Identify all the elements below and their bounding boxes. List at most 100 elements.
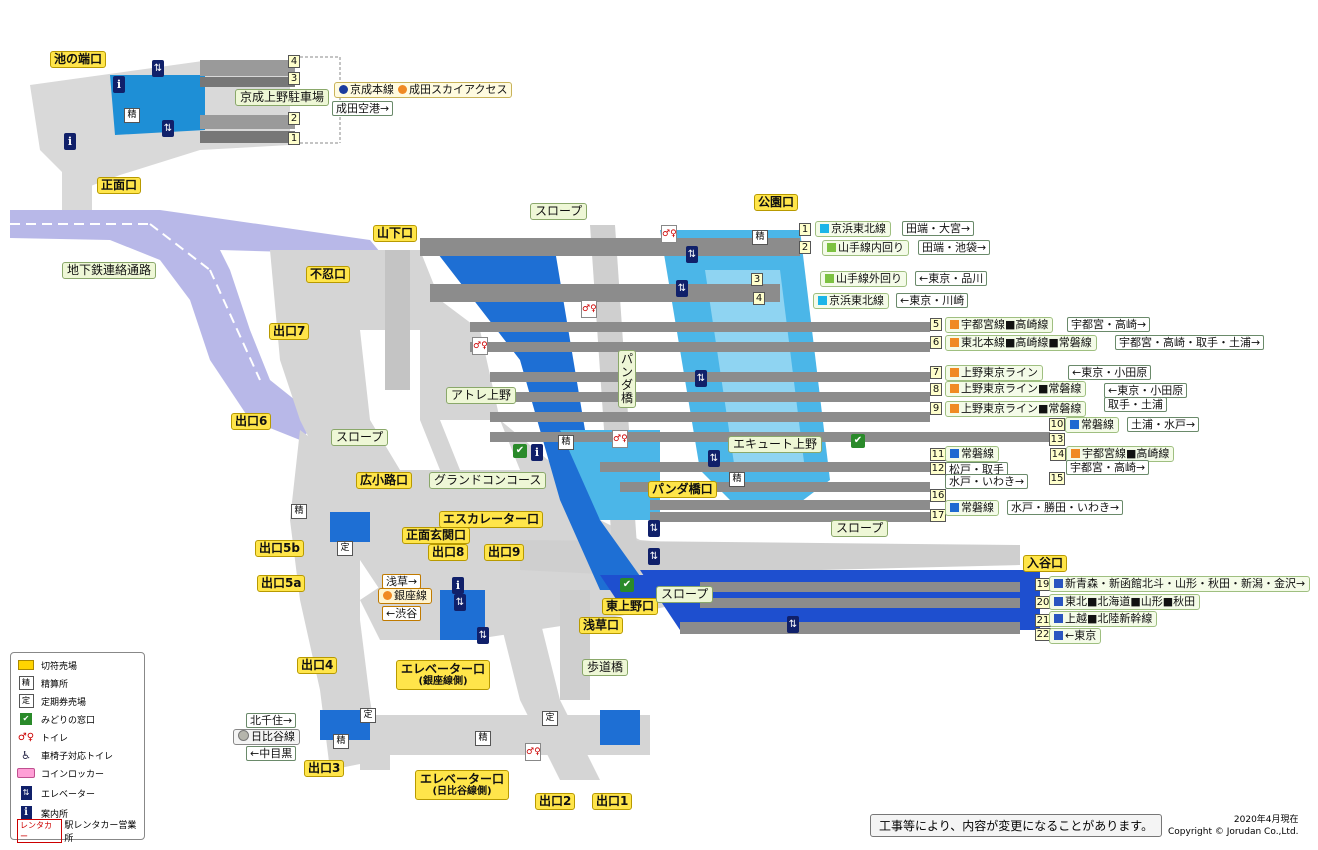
elevator-icon: ⇅ [648, 548, 660, 565]
label-grand-concourse: グランドコンコース [429, 472, 547, 489]
track-number-6: 6 [930, 336, 942, 349]
track-number-16: 16 [930, 489, 946, 502]
track-line-19: 新青森・新函館北斗・山形・秋田・新潟・金沢→ [1049, 576, 1311, 592]
label-slope-4: スロープ [656, 586, 714, 603]
label-keisei-lines: 京成本線成田スカイアクセス [334, 82, 513, 98]
exit-shomen-genkan: 正面玄関口 [402, 527, 471, 544]
track-dest-3: ←東京・品川 [915, 271, 988, 286]
exit-escalator: エスカレーター口 [439, 511, 544, 528]
exit-ikenohata: 池の端口 [50, 51, 107, 68]
track-dest-10: 土浦・水戸→ [1127, 417, 1200, 432]
label-kitasenju-dir: 北千住→ [246, 713, 297, 728]
track-dest-4: ←東京・川崎 [896, 293, 969, 308]
exit-elevator-ginza: エレベーター口(銀座線側) [396, 660, 491, 690]
exit-koen: 公園口 [754, 194, 799, 211]
legend-elevator: ⇅エレベーター [17, 785, 95, 801]
line-color-swatch [1054, 579, 1063, 588]
track-number-8: 8 [930, 383, 942, 396]
info-icon: i [531, 444, 543, 461]
keisei-area [30, 56, 341, 210]
teiki-icon: 定 [360, 708, 376, 723]
track-number-10: 10 [1049, 418, 1065, 431]
legend-toilet: ♂♀トイレ [17, 731, 69, 744]
label-slope-2: スロープ [331, 429, 389, 446]
label-shibuya-dir: ←渋谷 [382, 606, 422, 621]
line-color-swatch [950, 404, 959, 413]
track-line-9: 上野東京ライン■常磐線 [945, 401, 1087, 417]
exit-1: 出口1 [592, 793, 633, 810]
platform-track [420, 238, 800, 250]
track-line-6: 東北本線■高崎線■常磐線 [945, 335, 1097, 351]
track-number-4: 4 [753, 292, 765, 305]
line-color-swatch [827, 243, 836, 252]
exit-5b: 出口5b [255, 540, 304, 557]
ginza-dot [383, 591, 392, 600]
hibiya-dot [238, 730, 249, 741]
platform-track [430, 294, 780, 302]
track-line-10: 常磐線 [1065, 417, 1119, 433]
track-dest-6: 宇都宮・高崎・取手・土浦→ [1115, 335, 1265, 350]
platform-track [490, 372, 930, 382]
midori-icon: ✔ [851, 434, 865, 448]
track-number-9: 9 [930, 402, 942, 415]
label-ginza-line: 銀座線 [378, 588, 432, 604]
label-narita-airport: 成田空港→ [332, 101, 394, 116]
keisei-skyaccess-dot [398, 85, 407, 94]
teiki-icon: 定 [542, 711, 558, 726]
platform-track [490, 412, 930, 422]
label-keisei-parking: 京成上野駐車場 [235, 89, 330, 106]
exit-hirokoji: 広小路口 [356, 472, 413, 489]
rental-icon: レンタカー [17, 819, 63, 843]
line-color-swatch [1054, 614, 1063, 623]
keisei-track-4: 4 [288, 55, 300, 68]
line-color-swatch [820, 224, 829, 233]
teiki-icon: 定 [337, 541, 353, 556]
track-number-13: 13 [1049, 433, 1065, 446]
exit-5a: 出口5a [257, 575, 306, 592]
platform-track [680, 622, 1020, 634]
legend-locker: コインロッカー [17, 765, 104, 781]
elevator-icon: ⇅ [676, 280, 688, 297]
toilet-icon: ♂♀ [581, 300, 597, 318]
elevator-icon: ⇅ [648, 520, 660, 537]
track-line-14: 宇都宮線■高崎線 [1066, 446, 1175, 462]
keisei-track-2: 2 [288, 112, 300, 125]
toilet-icon: ♂♀ [17, 731, 35, 743]
track-number-15: 15 [1049, 472, 1065, 485]
exit-iriya: 入谷口 [1023, 555, 1068, 572]
keisei-main-dot [339, 85, 348, 94]
track-number-17: 17 [930, 509, 946, 522]
exit-8: 出口8 [428, 544, 469, 561]
track-dest-7: ←東京・小田原 [1068, 365, 1152, 380]
notice: 工事等により、内容が変更になることがあります。 [870, 814, 1163, 837]
elevator-icon: ⇅ [695, 370, 707, 387]
track-dest-11: 松戸・取手 [945, 462, 1008, 477]
seisan-icon: 精 [475, 731, 491, 746]
info-icon: i [64, 133, 76, 150]
platform-track [620, 482, 930, 492]
elevator-icon: ⇅ [162, 120, 174, 137]
exit-asakusa: 浅草口 [579, 617, 624, 634]
label-hodokyo: 歩道橋 [582, 659, 629, 676]
track-number-11: 11 [930, 448, 946, 461]
seisan-icon: 精 [333, 734, 349, 749]
subway-passage [10, 210, 380, 440]
track-number-20: 20 [1035, 596, 1051, 609]
midori-icon: ✔ [620, 578, 634, 592]
track-line-11: 常磐線 [945, 446, 999, 462]
track-dest-5: 宇都宮・高崎→ [1067, 317, 1151, 332]
exit-shinobazu: 不忍口 [306, 266, 351, 283]
label-slope-1: スロープ [530, 203, 588, 220]
platform-track [430, 284, 780, 294]
label-nakameguro-dir: ←中目黒 [246, 746, 297, 761]
line-color-swatch [1054, 597, 1063, 606]
track-dest-14: 宇都宮・高崎→ [1066, 460, 1150, 475]
track-line-4: 京浜東北線 [813, 293, 889, 309]
exit-9: 出口9 [484, 544, 525, 561]
elevator-icon: ⇅ [686, 246, 698, 263]
track-line-17: 常磐線 [945, 500, 999, 516]
ticket-icon [17, 659, 35, 671]
midori-icon: ✔ [17, 713, 35, 725]
